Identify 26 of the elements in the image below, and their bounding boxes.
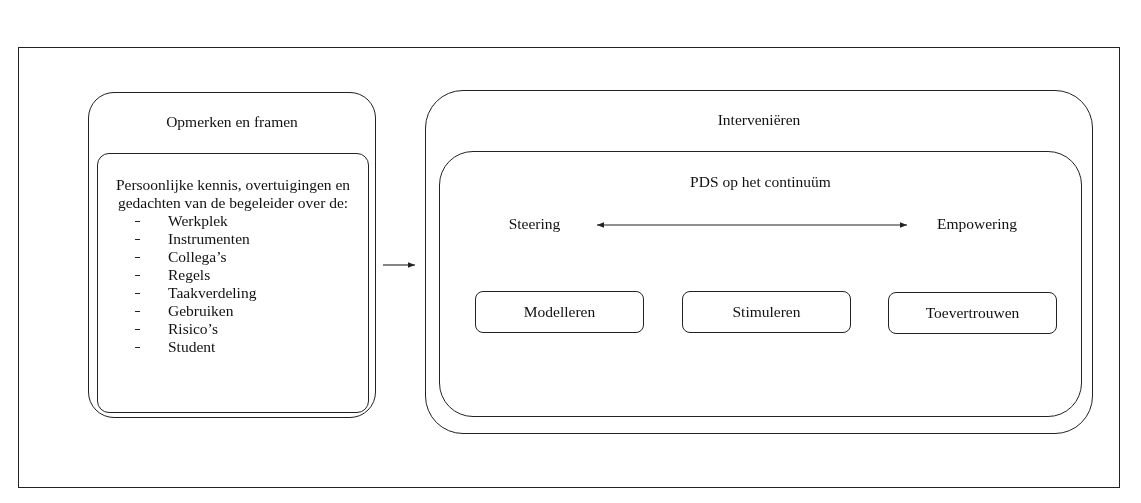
stage-box: [88, 92, 376, 418]
list-item: Collega’s: [102, 248, 364, 266]
label-text: Toevertrouwen: [924, 304, 1021, 322]
process-box: [888, 292, 1057, 334]
heading-text: Opmerken en framen: [165, 113, 299, 131]
arrow: [382, 262, 416, 268]
arrow: [596, 222, 908, 228]
content-box: [97, 153, 369, 413]
heading-text: Interveniëren: [716, 111, 802, 129]
label-text: Empowering: [935, 215, 1019, 233]
process-box: [475, 291, 644, 333]
list-item: Regels: [102, 266, 364, 284]
heading-text: PDS op het continuüm: [689, 173, 832, 191]
label-text: Stimuleren: [731, 303, 802, 321]
list-item: Student: [102, 338, 364, 356]
process-box: [682, 291, 851, 333]
label-text: Steering: [507, 215, 562, 233]
list-item: Risico’s: [102, 320, 364, 338]
list-item: Werkplek: [102, 212, 364, 230]
description-text: Persoonlijke kennis, overtuigingen en gedachten van de begeleider over de:: [114, 176, 352, 212]
list-item: Gebruiken: [102, 302, 364, 320]
label-text: Modelleren: [522, 303, 597, 321]
list-item: Instrumenten: [102, 230, 364, 248]
list-item: Taakverdeling: [102, 284, 364, 302]
stage-box: [425, 90, 1093, 434]
group-box: [439, 151, 1082, 417]
